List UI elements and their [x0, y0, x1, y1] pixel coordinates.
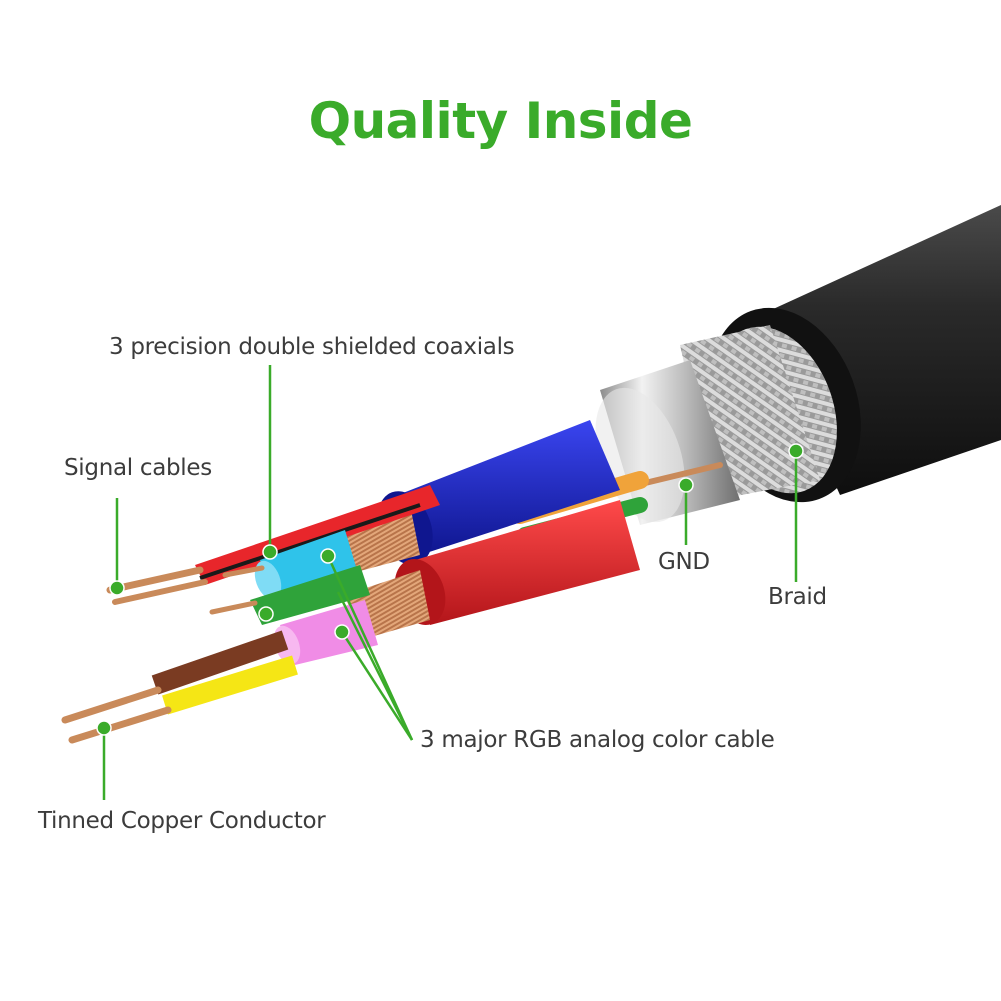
- page-title: Quality Inside: [308, 92, 693, 150]
- label-signal-cables: Signal cables: [64, 455, 212, 481]
- label-tinned-copper: Tinned Copper Conductor: [38, 808, 326, 834]
- red-signal-cable: [106, 485, 440, 605]
- leader-lines: [102, 365, 798, 800]
- label-braid: Braid: [768, 584, 827, 610]
- leader-dots: [96, 443, 804, 736]
- label-coaxials: 3 precision double shielded coaxials: [109, 334, 515, 360]
- label-rgb-cable: 3 major RGB analog color cable: [420, 727, 775, 753]
- label-gnd: GND: [658, 549, 710, 575]
- brown-yellow-wires: [61, 630, 298, 744]
